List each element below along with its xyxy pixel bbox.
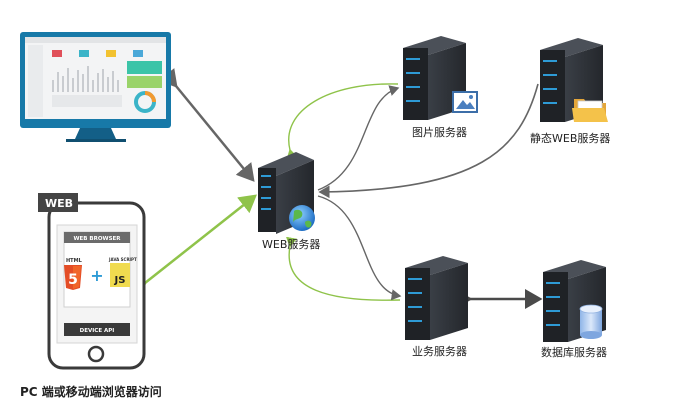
link-web-business-green	[285, 236, 401, 301]
desktop-monitor	[20, 32, 171, 142]
link-phone-web	[127, 194, 257, 301]
plus-sign: +	[90, 266, 103, 285]
business-server-label: 业务服务器	[412, 345, 467, 358]
diagram-caption: PC 端或移动端浏览器访问	[20, 385, 162, 399]
link-static-web	[318, 83, 539, 199]
globe-icon	[289, 205, 315, 231]
html-label: HTML	[66, 258, 83, 264]
js-label: JS	[114, 275, 126, 286]
link-web-business-gray	[317, 195, 402, 301]
database-server-label: 数据库服务器	[541, 346, 607, 359]
device-api-label: DEVICE API	[80, 328, 115, 334]
link-web-image-green	[286, 83, 399, 160]
image-server-label: 图片服务器	[412, 126, 467, 139]
static-web-server-label: 静态WEB服务器	[530, 132, 611, 145]
link-web-image-gray	[317, 85, 400, 191]
link-monitor-web	[158, 68, 255, 182]
business-server-icon	[405, 256, 468, 340]
javascript-label: JAVA SCRIPT	[108, 257, 137, 262]
picture-icon	[452, 91, 478, 113]
folder-icon	[572, 99, 608, 122]
browser-title: WEB BROWSER	[73, 236, 121, 242]
web-server-label: WEB服务器	[262, 238, 321, 251]
database-cylinder-icon	[579, 304, 603, 339]
phone-web-tag: WEB	[45, 197, 73, 210]
html5-number: 5	[68, 272, 78, 288]
mobile-phone	[38, 193, 146, 370]
